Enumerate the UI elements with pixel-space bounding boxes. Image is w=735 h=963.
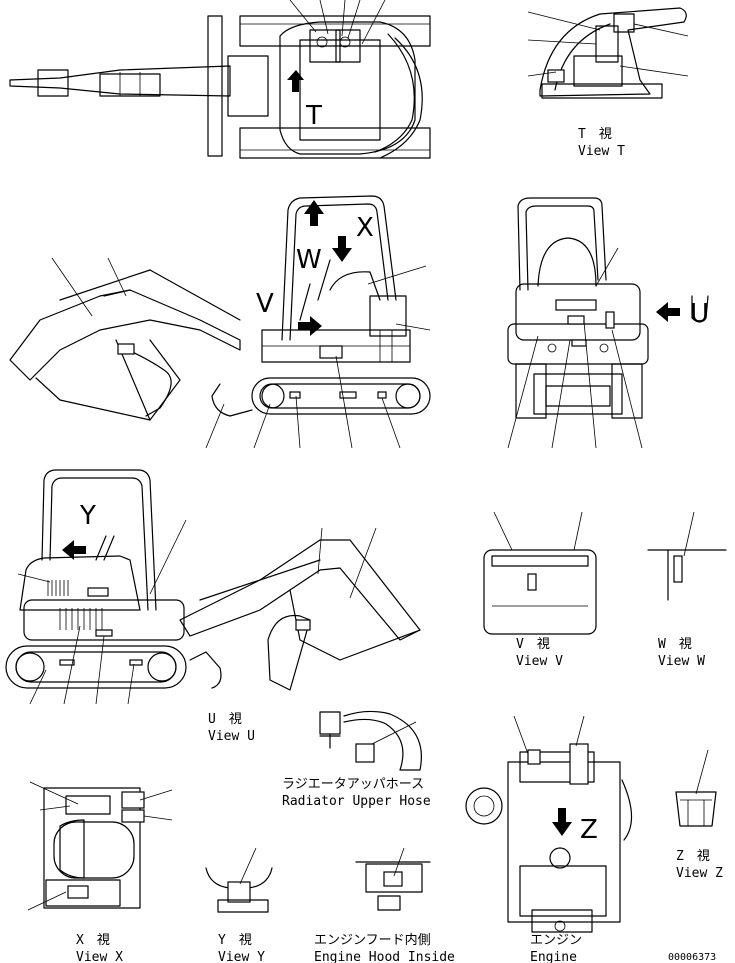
view-u-title-en: View U xyxy=(208,729,255,744)
view-v-drawing: V 視 View V xyxy=(483,511,597,669)
view-v-title-en: View V xyxy=(516,654,563,669)
view-w-drawing: W 視 View W xyxy=(647,511,727,669)
engine-hood-drawing: エンジンフード内側 Engine Hood Inside xyxy=(314,847,455,963)
engine-title-jp: エンジン xyxy=(530,933,582,948)
marker-z: Z xyxy=(580,815,598,845)
view-y-title-en: View Y xyxy=(218,950,265,963)
engine-title-en: Engine xyxy=(530,950,577,963)
view-w-title-jp: W 視 xyxy=(658,637,692,652)
side-view-u-excavator: Y xyxy=(5,469,421,744)
view-v-title-jp: V 視 xyxy=(516,637,550,652)
view-t-title-jp: T 視 xyxy=(578,127,612,142)
marker-w: W xyxy=(296,245,322,275)
radiator-hose-drawing: ラジエータアッパホース Radiator Upper Hose xyxy=(282,710,431,809)
marker-y: Y xyxy=(79,501,96,531)
view-u-title-jp: U 視 xyxy=(208,712,242,727)
hood-title-en: Engine Hood Inside xyxy=(314,950,455,963)
engine-drawing: Z エンジン Engine xyxy=(465,715,633,963)
top-plan-view: T xyxy=(9,0,431,159)
view-y-drawing: Y 視 View Y xyxy=(205,847,273,963)
view-y-title-jp: Y 視 xyxy=(218,933,252,948)
marker-u: U xyxy=(690,299,709,329)
view-z-title-en: View Z xyxy=(676,866,723,881)
radiator-title-en: Radiator Upper Hose xyxy=(282,794,431,809)
hood-title-jp: エンジンフード内側 xyxy=(314,932,431,948)
marker-v: V xyxy=(256,289,274,319)
radiator-title-jp: ラジエータアッパホース xyxy=(282,777,424,792)
view-w-title-en: View W xyxy=(658,654,705,669)
view-t-drawing: T 視 View T xyxy=(527,7,689,159)
view-z-drawing: Z 視 View Z xyxy=(675,749,723,881)
view-x-title-en: View X xyxy=(76,950,123,963)
view-x-title-jp: X 視 xyxy=(76,933,110,948)
view-z-title-jp: Z 視 xyxy=(676,849,710,864)
view-x-drawing: X 視 View X xyxy=(27,781,173,963)
rear-view-excavator: U xyxy=(507,197,709,449)
view-t-title-en: View T xyxy=(578,144,625,159)
marker-t: T xyxy=(305,101,322,131)
drawing-number: 00006373 xyxy=(668,952,716,963)
side-view-excavator: W X V xyxy=(9,195,431,449)
marker-x: X xyxy=(356,213,374,243)
